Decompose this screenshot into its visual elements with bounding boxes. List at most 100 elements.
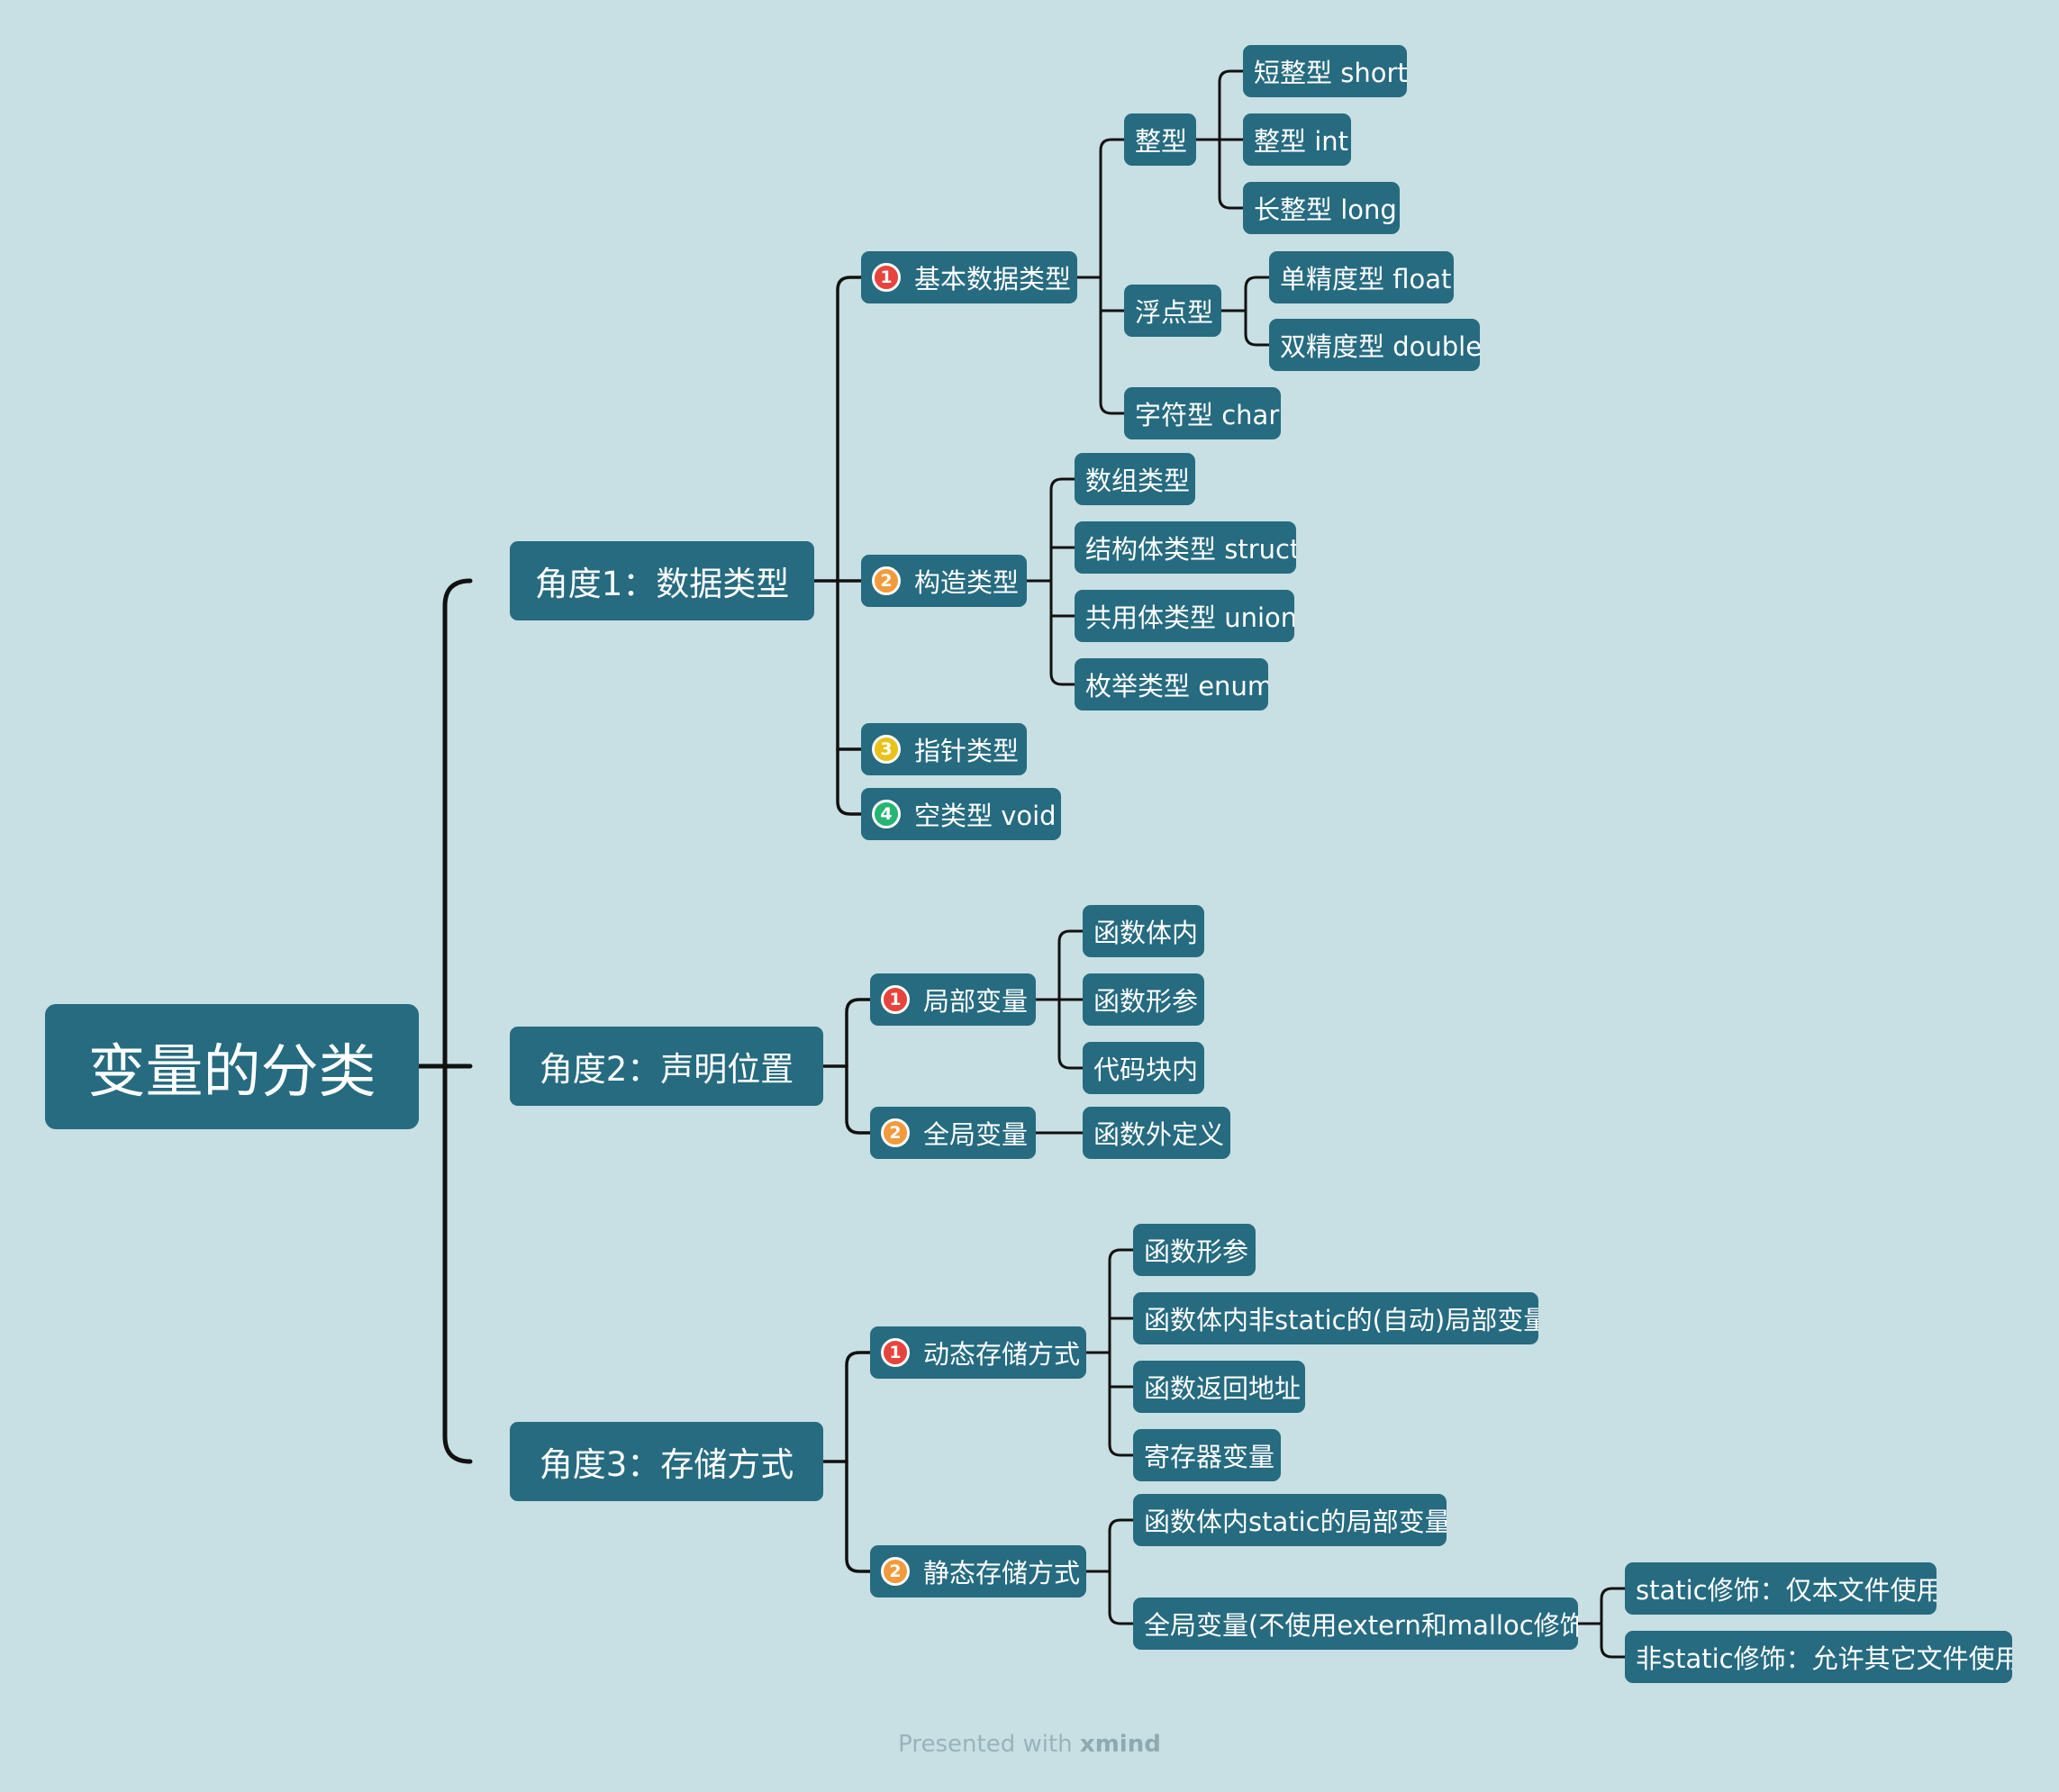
connector-branch <box>1057 929 1086 1001</box>
topic-label: 函数返回地址 <box>1144 1373 1302 1404</box>
connector-branch <box>845 1460 874 1573</box>
topic-struct-type[interactable]: 结构体类型 struct <box>1075 521 1296 574</box>
topic-static-local-variables[interactable]: 函数体内static的局部变量 <box>1133 1494 1447 1546</box>
priority-2-marker: 2 <box>881 1118 910 1147</box>
connector-branch <box>1108 1518 1137 1573</box>
topic-label: 枚举类型 enum <box>1085 671 1268 701</box>
topic-union-type[interactable]: 共用体类型 union <box>1075 590 1294 642</box>
topic-label: 长整型 long <box>1254 195 1397 225</box>
topic-label: 函数体内static的局部变量 <box>1144 1507 1447 1537</box>
topic-void-type[interactable]: 4 空类型 void <box>861 788 1061 840</box>
connector-branch <box>1108 1570 1137 1625</box>
branch-label: 角度3：存储方式 <box>539 1445 794 1484</box>
connector-branch <box>1057 998 1086 1070</box>
topic-pointer-types[interactable]: 3 指针类型 <box>861 723 1027 775</box>
topic-label: 浮点型 <box>1135 297 1214 328</box>
connector-branch <box>1099 276 1128 415</box>
footer-credit: Presented with xmind <box>0 1731 2059 1758</box>
branch-perspective-3[interactable]: 角度3：存储方式 <box>510 1422 823 1501</box>
topic-label: 全局变量(不使用extern和malloc修饰) <box>1144 1610 1578 1641</box>
topic-float-single[interactable]: 单精度型 float <box>1269 251 1454 303</box>
connector-branch <box>1600 1622 1628 1659</box>
connector-branch <box>836 276 865 583</box>
priority-1-marker: 1 <box>872 263 901 292</box>
topic-label: 函数体内 <box>1093 918 1199 948</box>
topic-function-params[interactable]: 函数形参 <box>1083 973 1204 1026</box>
branch-perspective-2[interactable]: 角度2：声明位置 <box>510 1027 823 1106</box>
topic-label: 数组类型 <box>1085 466 1191 496</box>
connector-branch <box>1244 276 1273 312</box>
connector-branch <box>1108 1248 1137 1354</box>
topic-short[interactable]: 短整型 short <box>1243 45 1407 97</box>
topic-outside-function[interactable]: 函数外定义 <box>1083 1107 1230 1159</box>
connector-branch <box>1049 579 1078 686</box>
topic-char[interactable]: 字符型 char <box>1124 387 1281 439</box>
topic-dyn-function-params[interactable]: 函数形参 <box>1133 1224 1256 1276</box>
connector-branch <box>845 1351 874 1463</box>
topic-label: 非static修饰：允许其它文件使用 <box>1636 1643 2012 1674</box>
connector-branch <box>442 578 473 1069</box>
topic-static-modifier[interactable]: static修饰：仅本文件使用 <box>1625 1562 1937 1615</box>
topic-label: 函数体内非static的(自动)局部变量 <box>1144 1305 1538 1335</box>
topic-dynamic-storage[interactable]: 1 动态存储方式 <box>870 1326 1086 1379</box>
topic-return-address[interactable]: 函数返回地址 <box>1133 1361 1305 1413</box>
xmind-logo: xmind <box>1079 1731 1161 1758</box>
branch-label: 角度2：声明位置 <box>539 1050 794 1089</box>
topic-label: 字符型 char <box>1135 400 1280 430</box>
connector-branch <box>1099 138 1128 279</box>
topic-label: 整型 int <box>1254 126 1349 157</box>
connector-branch <box>1244 309 1273 347</box>
connector-branch <box>1218 138 1247 210</box>
priority-2-marker: 2 <box>881 1557 910 1586</box>
topic-long[interactable]: 长整型 long <box>1243 182 1400 234</box>
topic-in-function-body[interactable]: 函数体内 <box>1083 905 1204 957</box>
connector-branch <box>845 998 874 1068</box>
topic-label: 函数形参 <box>1093 986 1199 1017</box>
topic-static-storage[interactable]: 2 静态存储方式 <box>870 1545 1086 1597</box>
topic-enum-type[interactable]: 枚举类型 enum <box>1075 658 1268 710</box>
topic-local-variables[interactable]: 1 局部变量 <box>870 973 1036 1026</box>
topic-label: 函数形参 <box>1144 1236 1249 1267</box>
root-topic[interactable]: 变量的分类 <box>45 1004 419 1129</box>
topic-global-no-extern[interactable]: 全局变量(不使用extern和malloc修饰) <box>1133 1597 1578 1650</box>
connector-branch <box>442 1063 473 1464</box>
topic-label: 单精度型 float <box>1280 264 1452 294</box>
topic-label: 静态存储方式 <box>923 1558 1081 1588</box>
topic-label: 代码块内 <box>1093 1054 1199 1085</box>
topic-basic-types[interactable]: 1 基本数据类型 <box>861 251 1077 303</box>
topic-non-static-modifier[interactable]: 非static修饰：允许其它文件使用 <box>1625 1631 2012 1683</box>
topic-register-variables[interactable]: 寄存器变量 <box>1133 1429 1281 1481</box>
root-topic-label: 变量的分类 <box>87 1038 376 1106</box>
connector-branch <box>1049 477 1078 583</box>
topic-constructed-types[interactable]: 2 构造类型 <box>861 555 1027 607</box>
topic-label: 空类型 void <box>914 801 1057 831</box>
topic-label: 短整型 short <box>1254 58 1407 88</box>
priority-1-marker: 1 <box>881 985 910 1014</box>
topic-label: 构造类型 <box>914 567 1020 598</box>
branch-perspective-1[interactable]: 角度1：数据类型 <box>510 541 814 620</box>
topic-in-code-block[interactable]: 代码块内 <box>1083 1042 1204 1094</box>
topic-label: 动态存储方式 <box>923 1339 1081 1370</box>
topic-label: 基本数据类型 <box>914 264 1072 294</box>
topic-double[interactable]: 双精度型 double <box>1269 319 1480 371</box>
topic-int[interactable]: 整型 int <box>1243 113 1351 166</box>
topic-label: 双精度型 double <box>1280 331 1480 362</box>
topic-label: 函数外定义 <box>1093 1119 1225 1150</box>
connector-branch <box>836 579 865 816</box>
priority-3-marker: 3 <box>872 735 901 764</box>
topic-label: 结构体类型 struct <box>1085 534 1296 565</box>
topic-label: 共用体类型 union <box>1085 602 1294 633</box>
topic-global-variables[interactable]: 2 全局变量 <box>870 1107 1036 1159</box>
connector-branch <box>1108 1351 1137 1457</box>
topic-label: 全局变量 <box>923 1119 1029 1150</box>
topic-auto-local-variables[interactable]: 函数体内非static的(自动)局部变量 <box>1133 1292 1538 1344</box>
topic-integer[interactable]: 整型 <box>1124 113 1196 166</box>
topic-float[interactable]: 浮点型 <box>1124 285 1221 337</box>
topic-array-type[interactable]: 数组类型 <box>1075 453 1195 505</box>
topic-label: 寄存器变量 <box>1144 1442 1275 1472</box>
connector-branch <box>1600 1587 1628 1625</box>
connector-branch <box>1218 69 1247 141</box>
priority-4-marker: 4 <box>872 800 901 828</box>
footer-prefix: Presented with <box>898 1731 1073 1758</box>
